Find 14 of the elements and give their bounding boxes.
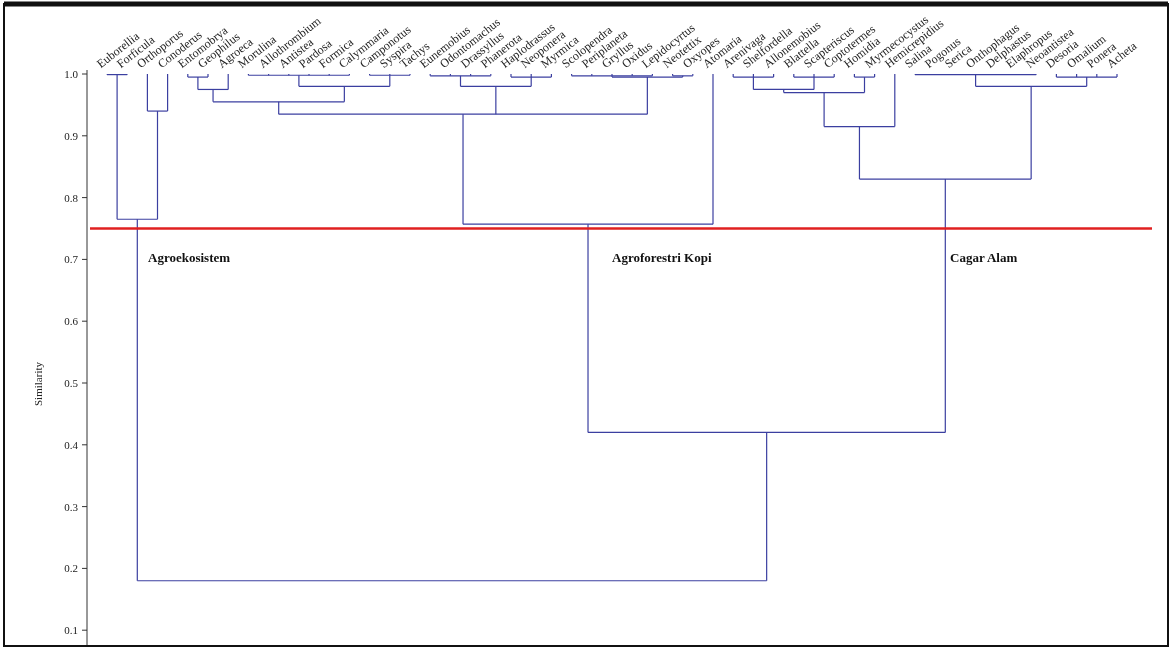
tick-label: 0.4 (63, 438, 78, 451)
group-label: Cagar Alam (950, 250, 1018, 266)
tick-label: 0.6 (63, 315, 78, 328)
tick-label: 0.9 (63, 129, 78, 142)
tick-label: 1.0 (63, 68, 78, 80)
group-label: Agroekosistem (148, 250, 231, 266)
tick-label: 0.1 (63, 624, 78, 637)
tick-label: 0.5 (63, 377, 78, 389)
tick-label: 0.8 (63, 191, 78, 204)
axis-title: Similarity (32, 362, 44, 406)
tick-label: 0.3 (63, 500, 78, 513)
tick-label: 0.2 (63, 562, 78, 575)
tick-label: 0.7 (63, 253, 78, 266)
group-label: Agroforestri Kopi (612, 250, 712, 266)
